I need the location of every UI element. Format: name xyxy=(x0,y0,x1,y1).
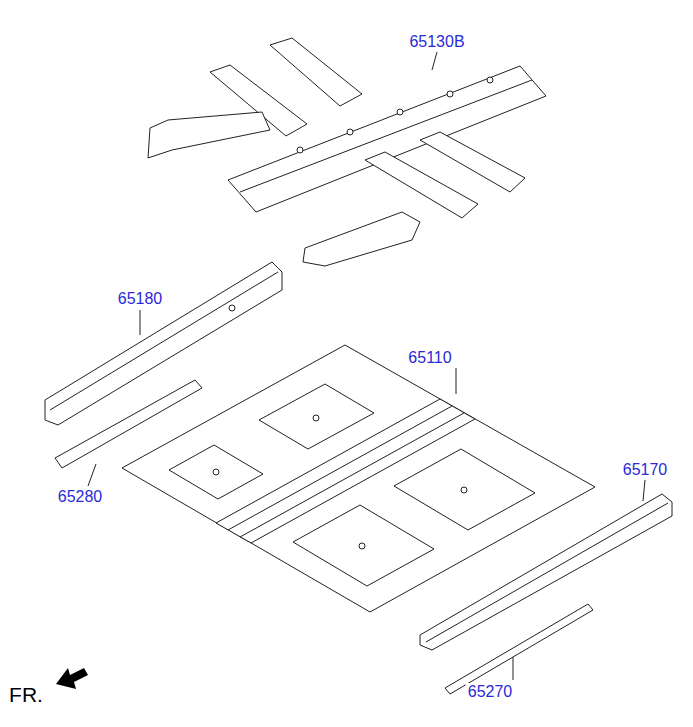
floor-indent xyxy=(394,449,535,530)
callout-number: 65180 xyxy=(116,290,165,308)
beam-crease xyxy=(240,80,532,192)
cross-arm xyxy=(365,152,478,218)
leader-line xyxy=(88,464,96,486)
callout-number: 65110 xyxy=(406,349,453,367)
floor-indent xyxy=(259,384,374,449)
hole xyxy=(313,415,319,421)
callout-number: 65170 xyxy=(621,461,670,479)
hole xyxy=(397,109,403,115)
hole xyxy=(447,91,453,97)
center-beam xyxy=(228,66,546,212)
cross-arm xyxy=(148,112,270,158)
hole xyxy=(347,129,353,135)
floor-panel xyxy=(122,345,595,612)
rail-crease xyxy=(426,503,668,642)
callout-number: 65280 xyxy=(56,488,105,506)
hole xyxy=(213,469,219,475)
cross-arm xyxy=(303,212,420,266)
hole xyxy=(359,543,365,549)
callout-number: 65130B xyxy=(407,33,466,51)
rail-crease xyxy=(50,272,278,410)
side-rail xyxy=(420,494,672,650)
callout-number: 65270 xyxy=(466,683,515,701)
hole xyxy=(229,305,235,311)
floor-indent xyxy=(169,445,263,499)
floor-indent xyxy=(293,505,434,586)
leader-line xyxy=(456,368,457,394)
front-indicator: FR. xyxy=(7,683,45,706)
leader-line xyxy=(140,310,141,335)
cross-arm xyxy=(270,38,362,106)
side-rail xyxy=(445,604,593,694)
leader-line xyxy=(513,657,514,680)
hole xyxy=(297,147,303,153)
leader-line xyxy=(643,480,645,501)
front-arrow xyxy=(56,668,88,689)
leader-line xyxy=(432,52,437,70)
hole xyxy=(461,487,467,493)
hole xyxy=(487,77,493,83)
